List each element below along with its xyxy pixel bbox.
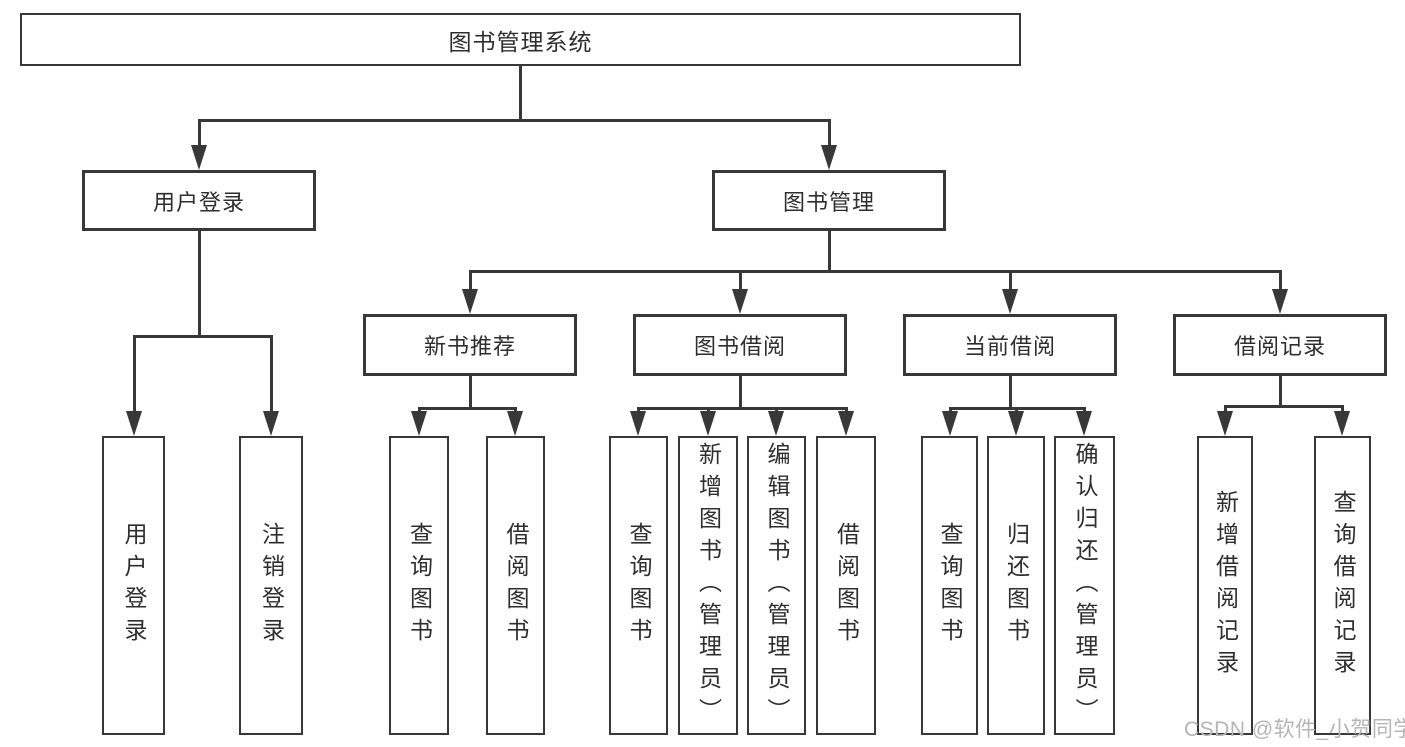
node-add-borrow-record: 新增借阅记录 [1197, 436, 1253, 735]
connector-line [132, 336, 136, 413]
connector-line [706, 408, 710, 413]
node-label: 借阅图书 [503, 521, 529, 650]
arrow-down-icon [1076, 411, 1092, 436]
connector-line [519, 66, 522, 122]
node-label: 查询图书 [937, 521, 963, 650]
node-label: 查询图书 [626, 521, 652, 650]
node-query-borrow-record: 查询借阅记录 [1314, 436, 1371, 735]
connector-line [1082, 408, 1086, 413]
node-label: 归还图书 [1003, 521, 1030, 650]
connector-line [827, 231, 831, 273]
node-book-management: 图书管理 [712, 170, 946, 231]
node-query-books-borrowing: 查询图书 [609, 436, 668, 735]
node-query-books-current: 查询图书 [921, 436, 978, 735]
node-label: 新增借阅记录 [1212, 489, 1239, 682]
connector-line [468, 269, 1282, 273]
node-user-login-leaf: 用户登录 [102, 436, 165, 735]
node-label: 查询借阅记录 [1330, 489, 1356, 682]
connector-line [738, 376, 742, 410]
arrow-down-icon [821, 145, 837, 170]
connector-line [197, 120, 201, 147]
node-label: 编辑图书（管理员） [764, 441, 790, 730]
connector-line [844, 408, 848, 413]
connector-line [513, 408, 517, 413]
arrow-down-icon [263, 411, 279, 436]
connector-line [1278, 271, 1282, 291]
arrow-down-icon [462, 289, 478, 314]
arrow-down-icon [507, 411, 523, 436]
arrow-down-icon [838, 411, 854, 436]
node-borrowing-records: 借阅记录 [1173, 314, 1387, 376]
connector-line [132, 334, 273, 338]
node-label: 借阅记录 [1233, 334, 1326, 359]
arrow-down-icon [1217, 411, 1233, 436]
arrow-down-icon [732, 289, 748, 314]
node-confirm-return-admin: 确认归还（管理员） [1054, 436, 1115, 735]
arrow-down-icon [411, 411, 427, 436]
node-borrow-books-borrowing: 借阅图书 [816, 436, 876, 735]
connector-line [468, 376, 472, 410]
connector-line [197, 231, 201, 338]
node-new-book-recommend: 新书推荐 [363, 314, 577, 376]
node-logout: 注销登录 [239, 436, 303, 735]
node-label: 图书管理 [782, 189, 875, 215]
arrow-down-icon [191, 145, 207, 170]
connector-line [1223, 404, 1344, 408]
connector-line [1014, 408, 1018, 413]
connector-line [1278, 376, 1282, 408]
arrow-down-icon [1272, 289, 1288, 314]
node-label: 图书借阅 [693, 334, 786, 359]
node-label: 查询图书 [406, 521, 433, 650]
node-label: 用户登录 [121, 521, 147, 650]
watermark: CSDN @软件_小贺同学 [1184, 718, 1405, 741]
connector-line [269, 336, 273, 413]
arrow-down-icon [1002, 289, 1018, 314]
node-user-login: 用户登录 [82, 170, 316, 231]
connector-line [636, 408, 640, 413]
connector-line [197, 118, 831, 122]
node-edit-book-admin: 编辑图书（管理员） [747, 436, 806, 735]
node-return-books: 归还图书 [987, 436, 1045, 735]
connector-line [1340, 406, 1344, 413]
node-book-borrowing: 图书借阅 [633, 314, 847, 376]
node-current-borrowing: 当前借阅 [903, 314, 1117, 376]
connector-line [636, 406, 848, 410]
connector-line [468, 271, 472, 291]
arrow-down-icon [942, 411, 958, 436]
connector-line [774, 408, 778, 413]
node-query-books-recommend: 查询图书 [389, 436, 449, 735]
connector-line [1223, 406, 1227, 413]
node-label: 新书推荐 [423, 334, 516, 359]
connector-line [417, 408, 421, 413]
arrow-down-icon [126, 411, 142, 436]
node-label: 新增图书（管理员） [695, 441, 722, 730]
node-label: 确认归还（管理员） [1072, 441, 1098, 730]
node-label: 用户登录 [152, 189, 245, 215]
node-label: 借阅图书 [833, 521, 860, 650]
node-add-book-admin: 新增图书（管理员） [678, 436, 738, 735]
arrow-down-icon [700, 411, 716, 436]
arrow-down-icon [630, 411, 646, 436]
node-label: 当前借阅 [963, 334, 1056, 359]
arrow-down-icon [1334, 411, 1350, 436]
node-label: 图书管理系统 [448, 28, 593, 55]
connector-line [948, 408, 952, 413]
node-library-management-system: 图书管理系统 [20, 13, 1021, 66]
connector-line [1008, 376, 1012, 410]
arrow-down-icon [1008, 411, 1024, 436]
node-label: 注销登录 [258, 521, 285, 650]
connector-line [738, 271, 742, 291]
connector-line [827, 120, 831, 147]
connector-line [417, 406, 517, 410]
arrow-down-icon [768, 411, 784, 436]
node-borrow-books-recommend: 借阅图书 [486, 436, 545, 735]
connector-line [1008, 271, 1012, 291]
